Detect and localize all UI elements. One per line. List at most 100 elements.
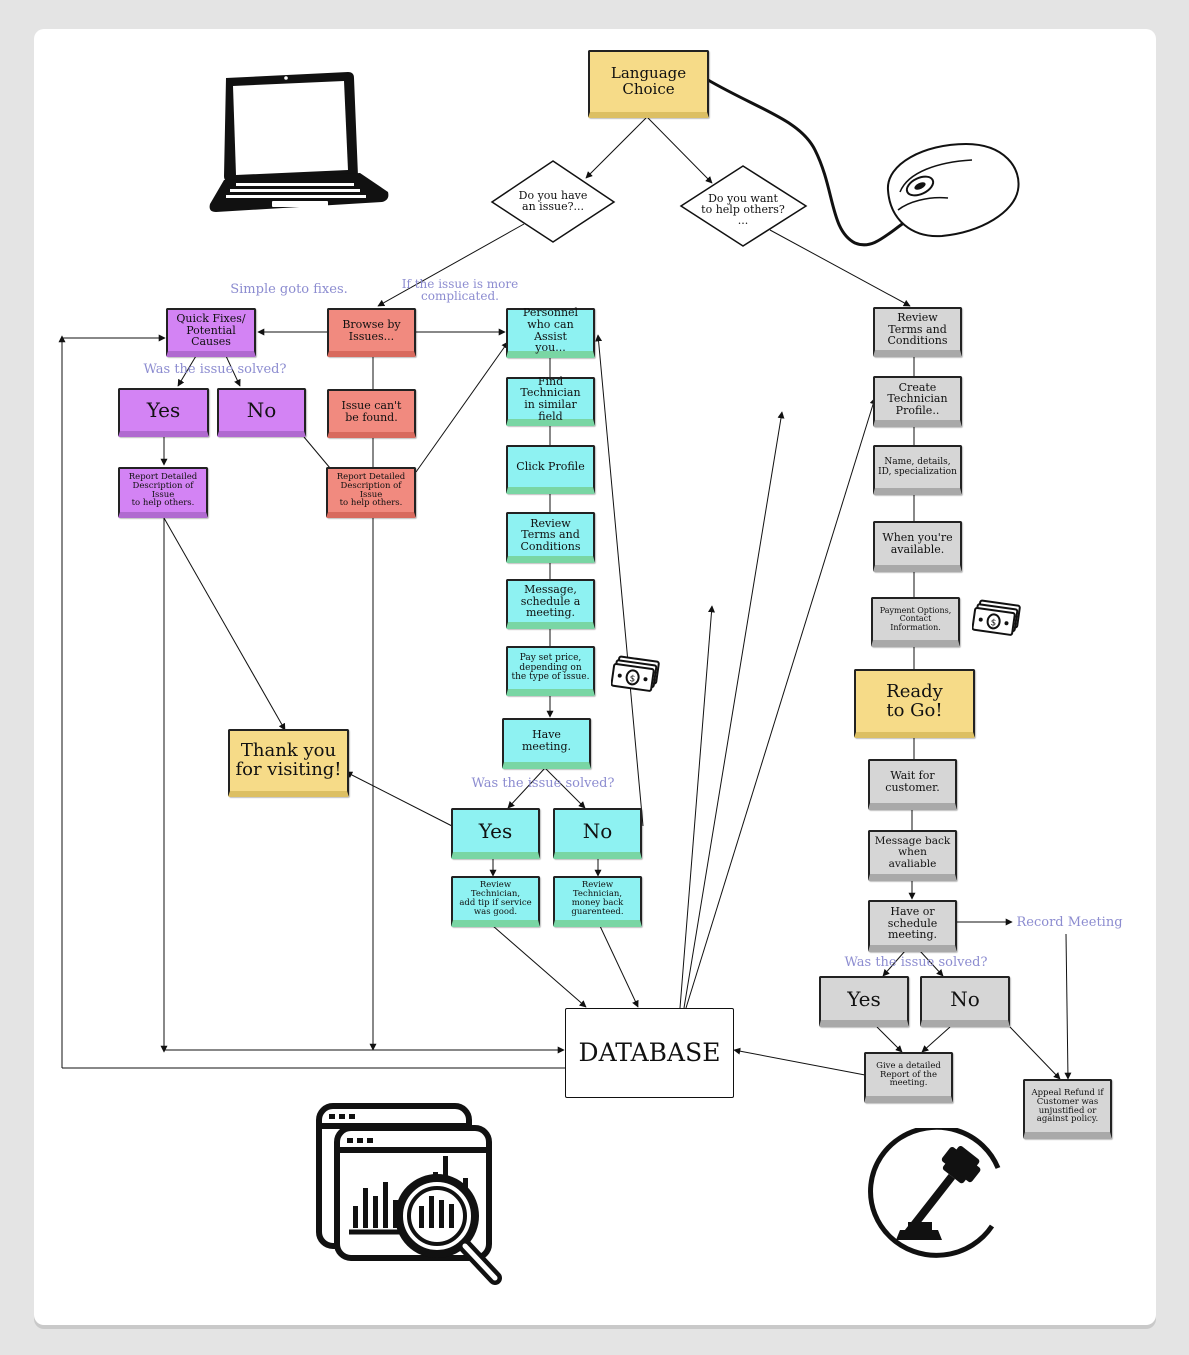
- annotation-more-complicated: If the issue is more complicated.: [401, 277, 519, 303]
- browse-issues-label: Browse by Issues...: [342, 317, 401, 343]
- issue-not-found-box[interactable]: Issue can't be found.: [327, 389, 416, 438]
- yes-left-label: Yes: [146, 398, 181, 422]
- give-report-box[interactable]: Give a detailed Report of the meeting.: [864, 1052, 953, 1103]
- give-report-label: Give a detailed Report of the meeting.: [876, 1060, 941, 1089]
- availability-label: When you're available.: [882, 531, 953, 556]
- have-meeting-label: Have meeting.: [521, 728, 571, 753]
- personnel-label: Personnel who can Assist you...: [522, 306, 579, 355]
- language-choice-box[interactable]: Language Choice: [588, 50, 709, 118]
- money-icon: $: [611, 655, 660, 692]
- no-right-box[interactable]: No: [920, 976, 1010, 1027]
- edge: [163, 517, 286, 731]
- money-icon: $: [972, 599, 1021, 636]
- wait-customer-box[interactable]: Wait for customer.: [868, 759, 957, 810]
- create-profile-label: Create Technician Profile..: [887, 380, 948, 417]
- yes-right-box[interactable]: Yes: [819, 976, 909, 1027]
- review-terms-right-label: Review Terms and Conditions: [887, 311, 948, 348]
- edge: [345, 771, 453, 827]
- find-technician-label: Find Technician in similar field: [520, 374, 581, 423]
- annotation-solved-left: Was the issue solved?: [143, 362, 287, 377]
- edge: [876, 1026, 903, 1053]
- database-label: DATABASE: [578, 1037, 721, 1067]
- edge: [507, 767, 546, 809]
- edge: [415, 341, 509, 473]
- review-tip-label: Review Technician, add tip if service wa…: [459, 880, 532, 917]
- decision-help-others[interactable]: Do you want to help others? ...: [701, 192, 785, 227]
- edge: [769, 229, 911, 307]
- edge: [377, 223, 525, 307]
- edge: [177, 355, 197, 387]
- pay-price-label: Pay set price, depending on the type of …: [511, 653, 590, 683]
- message-back-box[interactable]: Message back when avaliable: [868, 830, 957, 881]
- availability-box[interactable]: When you're available.: [873, 521, 962, 572]
- edge: [1064, 933, 1072, 1080]
- ready-box[interactable]: Ready to Go!: [854, 669, 975, 738]
- analytics-icon: [316, 1103, 502, 1285]
- svg-text:$: $: [990, 618, 997, 629]
- pay-price-box[interactable]: Pay set price, depending on the type of …: [506, 646, 595, 696]
- no-left-box[interactable]: No: [217, 388, 306, 437]
- database-box[interactable]: DATABASE: [565, 1008, 734, 1098]
- decision-have-issue[interactable]: Do you have an issue?...: [518, 189, 588, 213]
- message-schedule-box[interactable]: Message, schedule a meeting.: [506, 579, 595, 629]
- edge: [733, 1047, 866, 1076]
- edge: [595, 334, 644, 827]
- report-mid-label: Report Detailed Description of Issue to …: [336, 471, 406, 509]
- report-left-box[interactable]: Report Detailed Description of Issue to …: [118, 467, 208, 518]
- have-schedule-box[interactable]: Have or schedule meeting.: [868, 900, 957, 952]
- no-mid-label: No: [582, 818, 613, 843]
- review-tip-box[interactable]: Review Technician, add tip if service wa…: [451, 876, 540, 927]
- laptop-icon: [209, 72, 389, 212]
- message-back-label: Message back when avaliable: [874, 835, 951, 870]
- edge: [921, 1026, 951, 1053]
- no-mid-box[interactable]: No: [553, 808, 642, 859]
- review-refund-label: Review Technician, money back guarenteed…: [571, 880, 624, 917]
- review-refund-box[interactable]: Review Technician, money back guarenteed…: [553, 876, 642, 927]
- yes-mid-label: Yes: [478, 818, 513, 843]
- decision-issue-shape: [490, 160, 616, 243]
- mouse-icon: [886, 142, 1020, 238]
- click-profile-label: Click Profile: [516, 460, 585, 474]
- review-terms-mid-box[interactable]: Review Terms and Conditions: [506, 512, 595, 563]
- create-profile-box[interactable]: Create Technician Profile..: [873, 376, 962, 427]
- yes-left-box[interactable]: Yes: [118, 388, 209, 437]
- annotation-solved-mid: Was the issue solved?: [471, 776, 615, 791]
- quick-fixes-box[interactable]: Quick Fixes/ Potential Causes: [166, 308, 256, 357]
- ready-label: Ready to Go!: [886, 680, 943, 721]
- personnel-box[interactable]: Personnel who can Assist you...: [506, 306, 595, 358]
- quick-fixes-label: Quick Fixes/ Potential Causes: [176, 312, 246, 349]
- report-left-label: Report Detailed Description of Issue to …: [128, 471, 198, 509]
- find-technician-box[interactable]: Find Technician in similar field: [506, 374, 595, 426]
- payment-options-label: Payment Options, Contact Information.: [879, 605, 952, 632]
- edge: [544, 767, 586, 809]
- no-right-label: No: [950, 986, 980, 1011]
- edge: [599, 925, 639, 1008]
- language-choice-label: Language Choice: [610, 64, 687, 98]
- report-mid-box[interactable]: Report Detailed Description of Issue to …: [326, 467, 416, 518]
- name-details-box[interactable]: Name, details, ID, specialization: [873, 445, 962, 495]
- browse-issues-box[interactable]: Browse by Issues...: [327, 308, 416, 357]
- thank-you-box[interactable]: Thank you for visiting!: [228, 729, 349, 797]
- edge: [882, 950, 906, 977]
- decision-help-shape: [679, 165, 808, 247]
- wait-customer-label: Wait for customer.: [885, 769, 940, 794]
- yes-mid-box[interactable]: Yes: [451, 808, 540, 859]
- edge: [492, 925, 587, 1008]
- edge: [679, 605, 715, 1009]
- have-schedule-label: Have or schedule meeting.: [887, 905, 938, 942]
- yes-right-label: Yes: [847, 986, 881, 1011]
- have-meeting-box[interactable]: Have meeting.: [502, 718, 591, 769]
- payment-options-box[interactable]: Payment Options, Contact Information.: [871, 597, 960, 647]
- no-left-label: No: [246, 398, 277, 422]
- issue-not-found-label: Issue can't be found.: [341, 398, 402, 424]
- edge: [1009, 1026, 1061, 1080]
- edge: [685, 397, 877, 1009]
- click-profile-box[interactable]: Click Profile: [506, 445, 595, 494]
- review-terms-right-box[interactable]: Review Terms and Conditions: [873, 307, 962, 357]
- thank-you-label: Thank you for visiting!: [235, 740, 342, 780]
- appeal-box[interactable]: Appeal Refund if Customer was unjustifie…: [1023, 1079, 1112, 1139]
- edge: [225, 355, 241, 387]
- edge: [647, 117, 713, 184]
- review-terms-mid-label: Review Terms and Conditions: [520, 516, 581, 553]
